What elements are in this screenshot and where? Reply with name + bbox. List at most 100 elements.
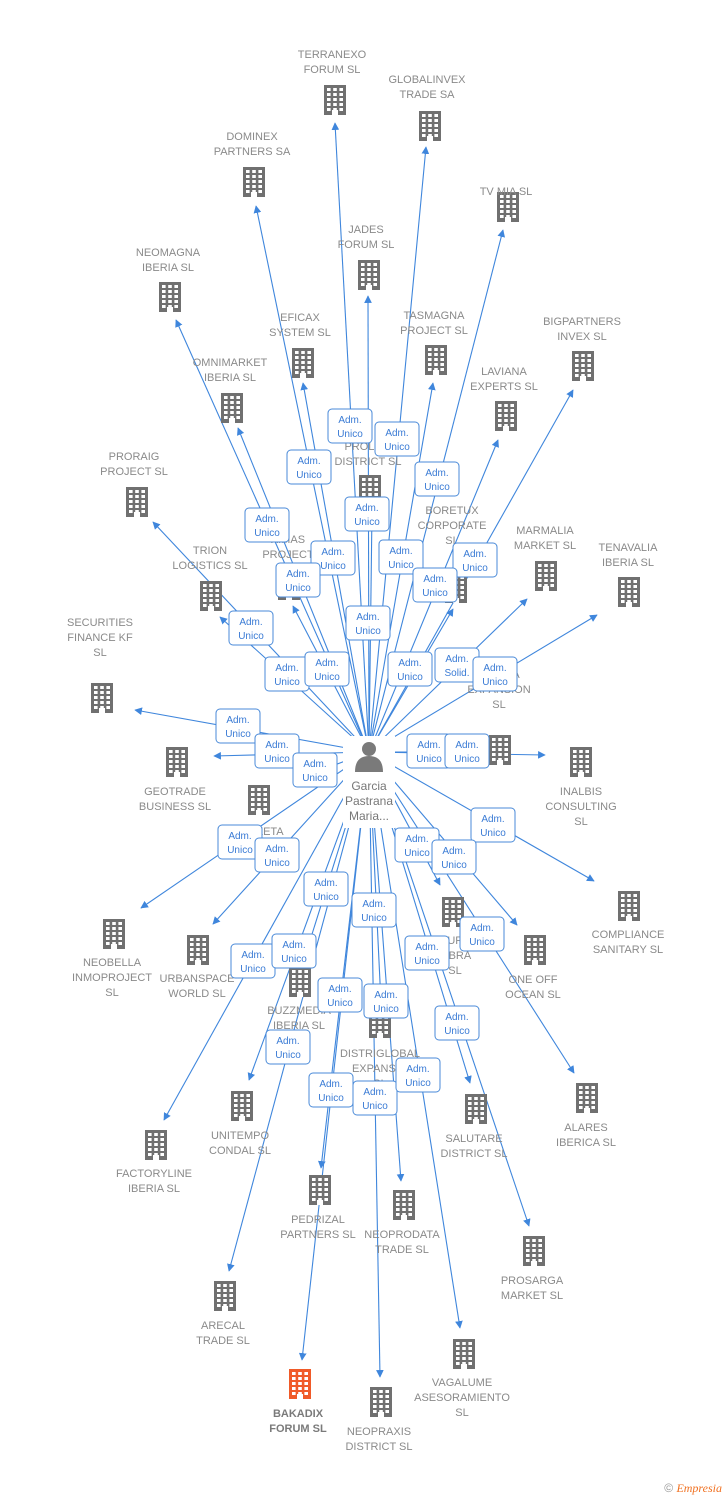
- building-window: [474, 1117, 478, 1120]
- role-badge: Adm.Unico: [351, 892, 397, 928]
- building-window: [539, 938, 543, 941]
- building-window: [402, 1213, 406, 1216]
- building-window: [339, 108, 343, 111]
- role-badge: Adm.Unico: [304, 651, 350, 687]
- company-label: TERRANEXO: [298, 49, 367, 61]
- building-window: [384, 1026, 388, 1029]
- badge-box: [317, 977, 363, 1013]
- building-window: [362, 478, 366, 481]
- building-window: [252, 180, 256, 183]
- building-window: [141, 510, 145, 513]
- building-window: [585, 770, 589, 773]
- building-window: [492, 748, 496, 751]
- footer-brand[interactable]: © Empresia: [664, 1481, 722, 1496]
- badge-text: Unico: [480, 828, 506, 839]
- building-window: [621, 899, 625, 902]
- building-window: [339, 103, 343, 106]
- company-label: TASMAGNA: [404, 310, 466, 322]
- role-badge: Adm.Unico: [374, 421, 420, 457]
- building-window: [312, 1183, 316, 1186]
- building-window: [246, 1099, 250, 1102]
- role-badge: Adm.Unico: [414, 461, 460, 497]
- badge-box: [303, 871, 349, 907]
- company-node-tvmia[interactable]: TV MIA SL: [480, 186, 533, 222]
- building-window: [190, 948, 194, 951]
- building-window: [362, 493, 366, 496]
- building-window: [504, 758, 508, 761]
- building-window: [379, 1400, 383, 1403]
- building-window: [627, 585, 631, 588]
- building-window: [550, 579, 554, 582]
- company-node-zeta[interactable]: ZETA: [248, 785, 284, 838]
- building-window: [181, 750, 185, 753]
- company-label: IBERIA SL: [273, 1020, 325, 1032]
- company-label: DISTRICT SL: [440, 1148, 507, 1160]
- building-window: [236, 411, 240, 414]
- building-door: [229, 418, 235, 423]
- building-window: [368, 493, 372, 496]
- building-window: [527, 948, 531, 951]
- building-window: [510, 424, 514, 427]
- building-window: [229, 1284, 233, 1287]
- building-window: [162, 290, 166, 293]
- building-window: [526, 1249, 530, 1252]
- building-window: [510, 404, 514, 407]
- building-window: [504, 753, 508, 756]
- building-icon: [103, 919, 125, 949]
- building-window: [229, 1289, 233, 1292]
- role-badge: Adm.Unico: [254, 733, 300, 769]
- badge-box: [254, 733, 300, 769]
- badge-text: Adm.: [455, 740, 478, 751]
- company-label: DISTRICT SL: [345, 1441, 412, 1453]
- building-window: [202, 938, 206, 941]
- building-icon: [309, 1175, 331, 1205]
- building-icon: [289, 1369, 311, 1399]
- building-window: [585, 1086, 589, 1089]
- building-door: [317, 1200, 323, 1205]
- building-window: [106, 701, 110, 704]
- badge-box: [345, 605, 391, 641]
- center-person-node[interactable]: GarciaPastranaMaria...: [343, 736, 395, 828]
- building-window: [135, 505, 139, 508]
- building-window: [162, 305, 166, 308]
- building-door: [626, 602, 632, 607]
- building-window: [468, 1112, 472, 1115]
- building-icon: [292, 348, 314, 378]
- edge-vagalume: [368, 751, 463, 1329]
